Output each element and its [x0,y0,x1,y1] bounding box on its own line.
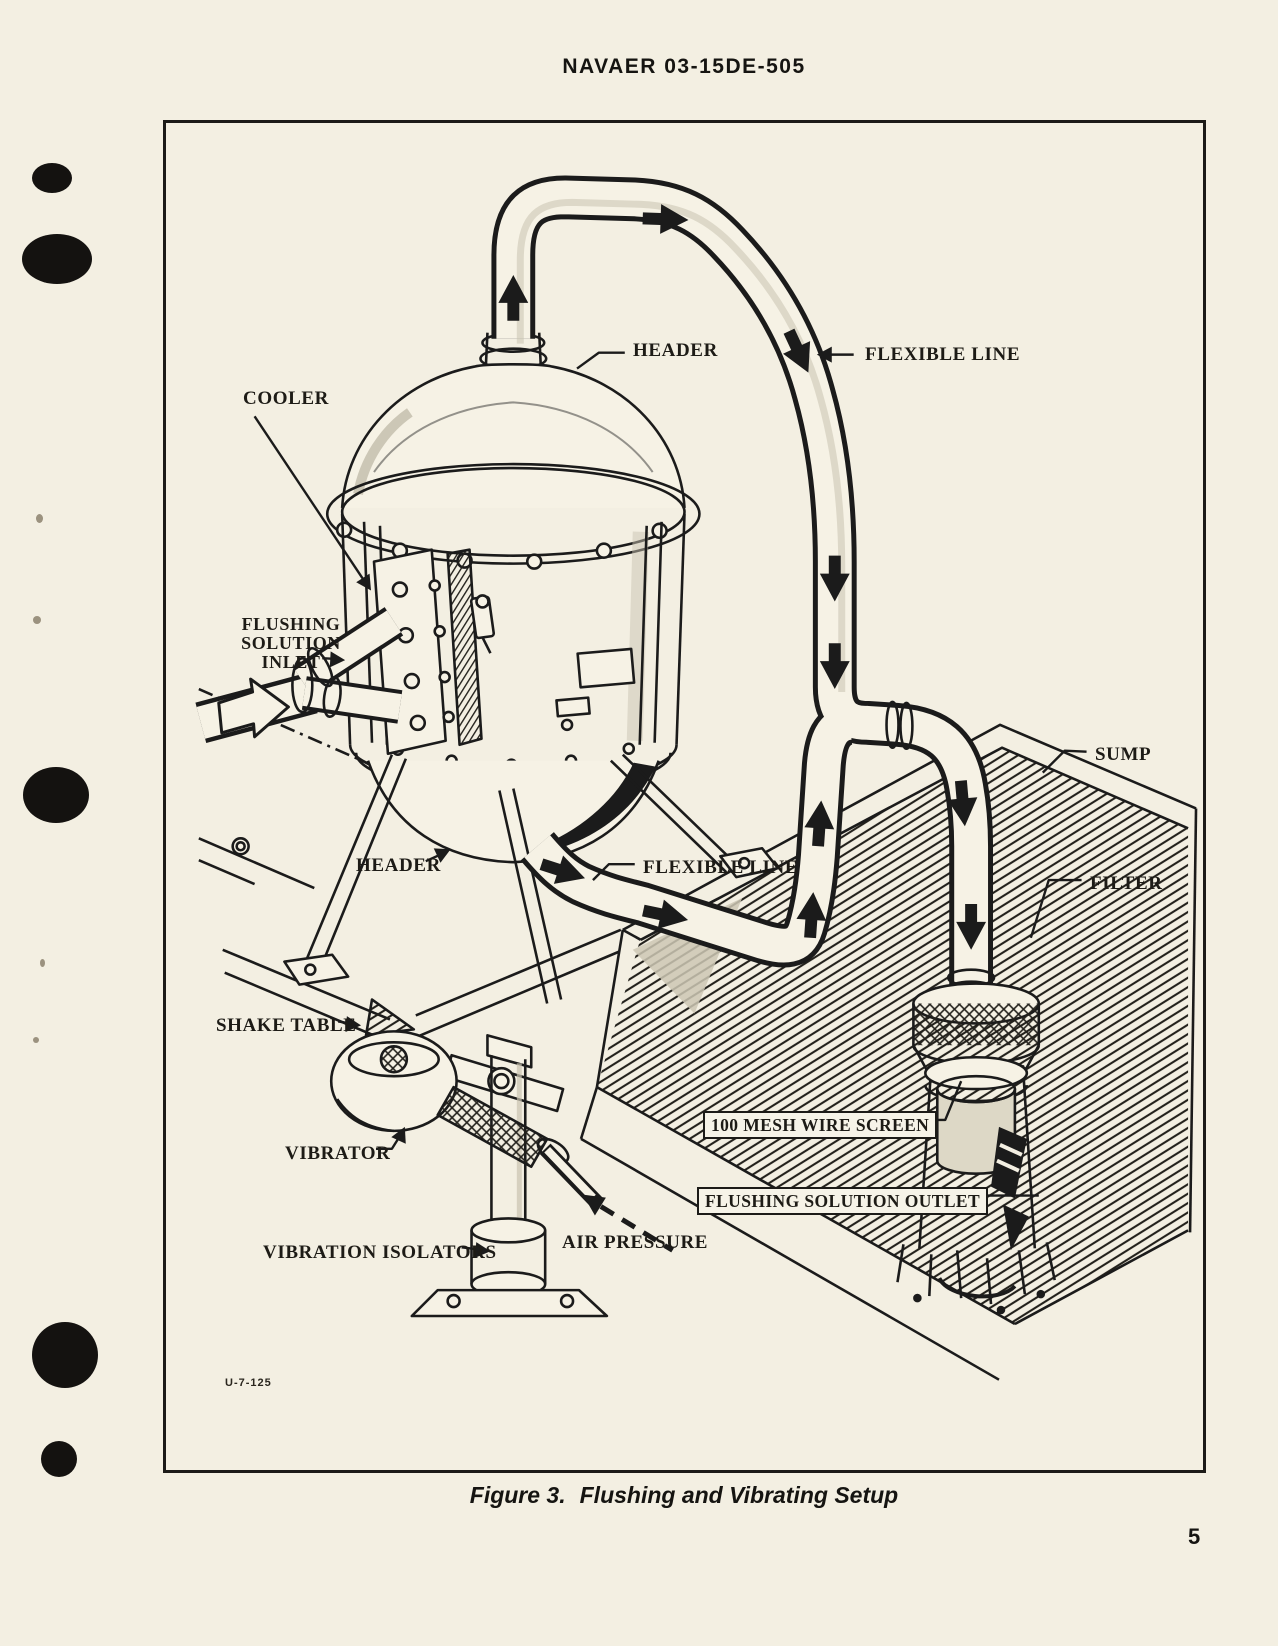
paper-speck [36,514,43,523]
punch-hole-dot [23,767,89,823]
cooler-unit [231,332,780,1004]
callout-shake-table: SHAKE TABLE [216,1015,357,1036]
paper-speck [33,1037,39,1043]
paper-speck [33,616,41,624]
figure-caption-title: Flushing and Vibrating Setup [579,1482,899,1508]
figure-frame: COOLER HEADER FLEXIBLE LINE FLUSHING SOL… [163,120,1206,1473]
document-number: NAVAER 03-15DE-505 [562,55,806,78]
callout-flushing-solution-outlet: FLUSHING SOLUTION OUTLET [697,1187,989,1215]
sump-tank [579,723,1198,1381]
callout-filter: FILTER [1090,873,1163,894]
shake-table-assembly [329,998,609,1318]
callout-sump: SUMP [1095,744,1152,765]
paper-speck [40,959,45,967]
figure-illustration [195,175,1198,1381]
figure-caption-number: Figure 3. [469,1482,566,1508]
punch-hole-dot [22,234,92,284]
callout-air-pressure: AIR PRESSURE [562,1232,709,1253]
filter-assembly [896,982,1056,1315]
callout-flexible-line-bottom: FLEXIBLE LINE [643,857,799,878]
figure-caption: Figure 3. Flushing and Vibrating Setup [163,1482,1205,1509]
punch-hole-dot [41,1441,77,1477]
page-number: 5 [1188,1524,1201,1549]
filter-legs [918,1065,1037,1249]
punch-hole-dot [32,1322,98,1388]
callout-header-top: HEADER [633,340,718,361]
flushing-inlet-assembly [195,607,404,744]
callout-vibrator: VIBRATOR [285,1143,391,1164]
callout-header-bottom: HEADER [356,855,441,876]
callout-flexible-line-top: FLEXIBLE LINE [865,344,1021,365]
callout-flushing-solution-inlet: FLUSHING SOLUTION INLET [241,614,341,672]
callout-vibration-isolators: VIBRATION ISOLATORS [263,1242,497,1263]
figure-reference-code: U-7-125 [225,1377,272,1389]
piping [491,175,997,1005]
punch-hole-dot [32,163,72,193]
callout-100-mesh-wire-screen: 100 MESH WIRE SCREEN [703,1111,938,1139]
callout-cooler: COOLER [243,388,329,409]
